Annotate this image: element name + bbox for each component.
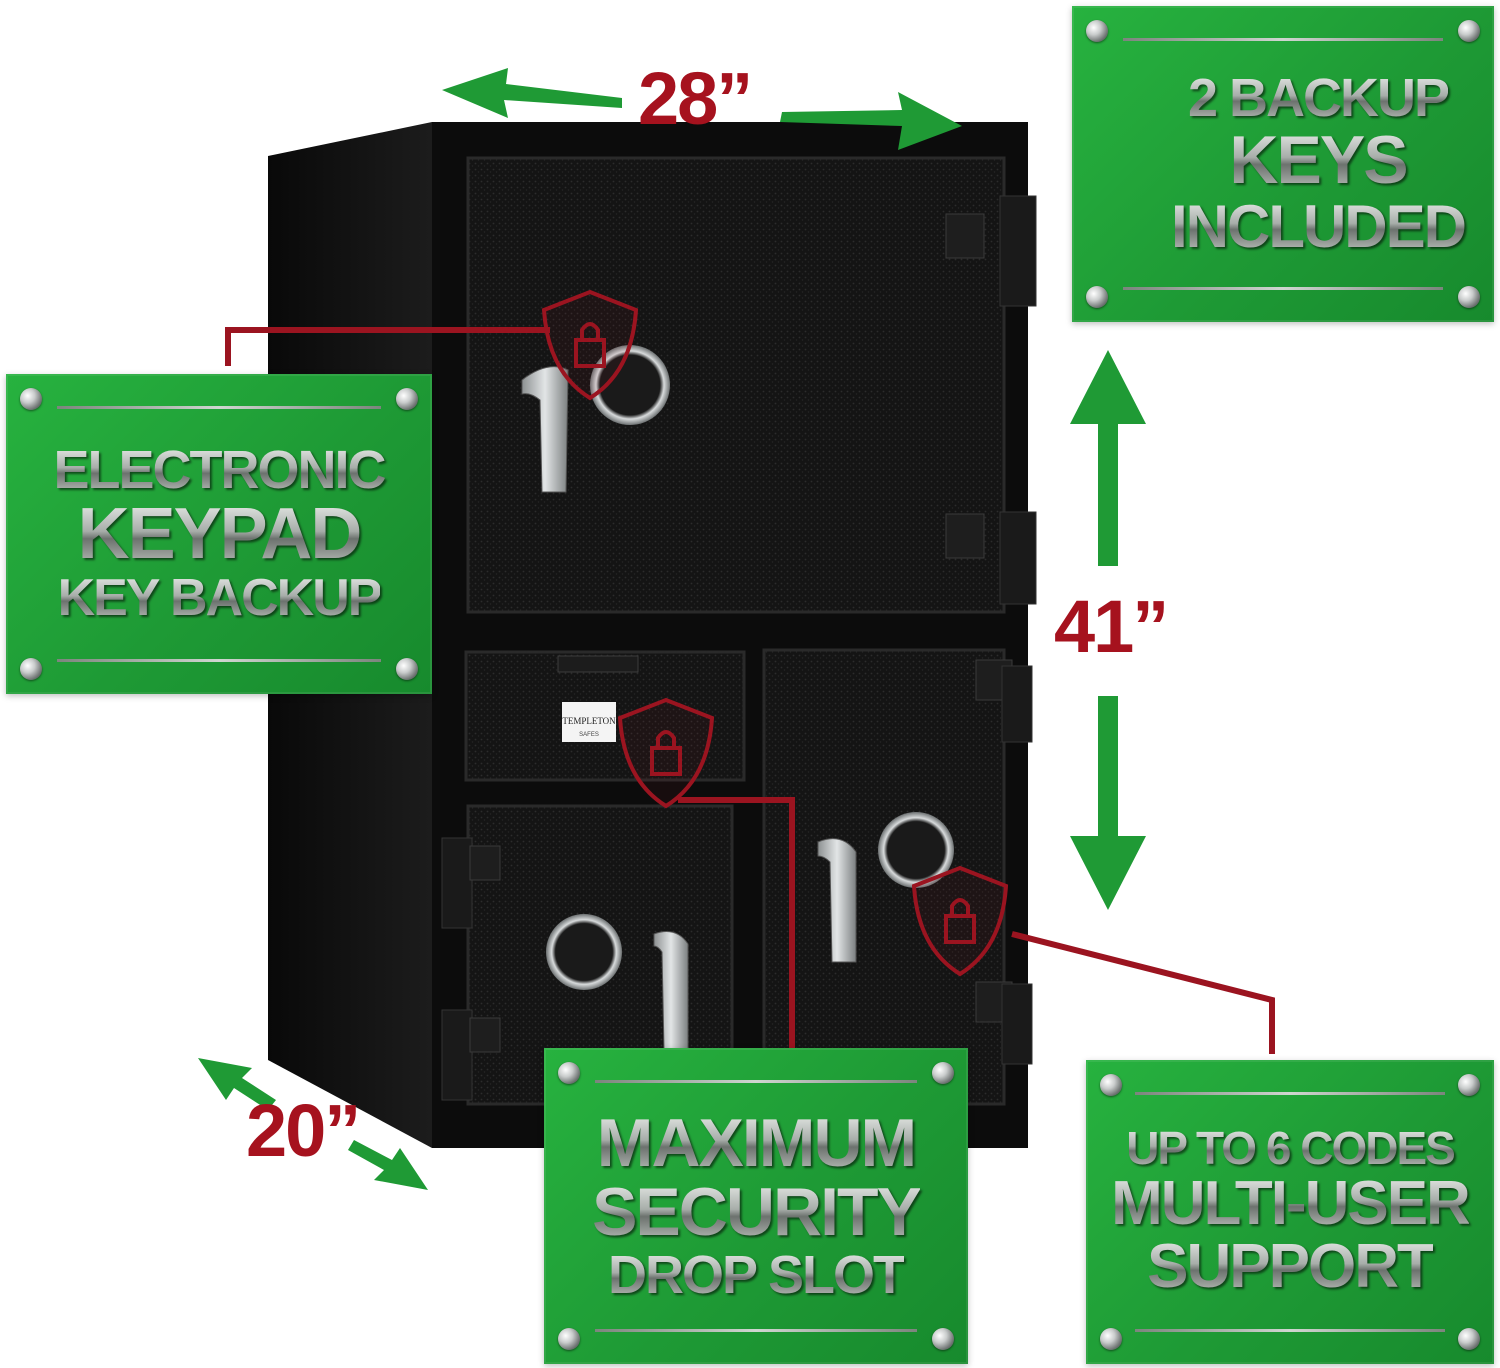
screw-icon [1100,1074,1122,1096]
height-arrow [1070,350,1146,910]
screw-icon [396,388,418,410]
screw-icon [20,658,42,680]
sign-rule [1134,1329,1446,1332]
sign-line: KEYS [1229,122,1408,199]
screw-icon [558,1328,580,1350]
lower-right-door [762,648,1033,1106]
sign-line: DROP SLOT [607,1244,906,1305]
width-dimension: 28” [638,57,753,140]
screw-icon [1086,20,1108,42]
templeton-sub-text: SAFES [579,732,599,738]
screw-icon [20,388,42,410]
lower-right-handle [817,838,857,963]
screw-icon [932,1328,954,1350]
maximum-security-sign: MAXIMUM SECURITY DROP SLOT [544,1048,968,1364]
screw-icon [1458,286,1480,308]
electronic-keypad-sign: ELECTRONIC KEYPAD KEY BACKUP [6,374,432,694]
shield-lock-icon [541,289,639,401]
screw-icon [1100,1328,1122,1350]
sign-line: MAXIMUM [596,1105,917,1182]
sign-rule [1122,38,1444,41]
sign-line: 2 BACKUP [1187,68,1450,129]
sign-rule [594,1080,918,1083]
top-door-handle [521,366,569,493]
sign-line: ELECTRONIC [53,440,387,501]
sign-line: KEYPAD [77,494,363,575]
shield-lock-icon [617,697,715,809]
sign-rule [57,406,381,409]
drop-slot-drawer [464,650,746,782]
screw-icon [558,1062,580,1084]
screw-icon [1086,286,1108,308]
sign-rule [57,659,381,662]
height-dimension: 41” [1054,585,1169,668]
sign-line: SUPPORT [1147,1232,1435,1302]
screw-icon [1458,20,1480,42]
templeton-brand-text: TEMPLETON [562,716,616,726]
sign-line: INCLUDED [1171,192,1467,260]
width-arrow [442,68,962,150]
lower-left-keypad-icon [546,914,622,990]
sign-rule [1134,1092,1446,1095]
screw-icon [932,1062,954,1084]
keys-included-sign: 2 BACKUP KEYS INCLUDED [1072,6,1494,322]
sign-line: MULTI-USER [1111,1169,1471,1239]
shield-lock-icon [911,865,1009,977]
callout-lines [225,327,1275,1054]
sign-line: UP TO 6 CODES [1126,1122,1456,1175]
depth-dimension: 20” [246,1089,361,1172]
sign-line: SECURITY [592,1174,922,1251]
sign-rule [594,1329,918,1332]
multi-user-codes-sign: UP TO 6 CODES MULTI-USER SUPPORT [1086,1060,1494,1364]
lower-right-keypad-icon [878,812,954,888]
screw-icon [1458,1074,1480,1096]
depth-arrow [198,1058,428,1190]
screw-icon [396,658,418,680]
screw-icon [1458,1328,1480,1350]
templeton-label [562,702,616,742]
sign-line: KEY BACKUP [57,568,383,627]
sign-rule [1122,287,1444,290]
top-keypad-icon [590,345,670,425]
